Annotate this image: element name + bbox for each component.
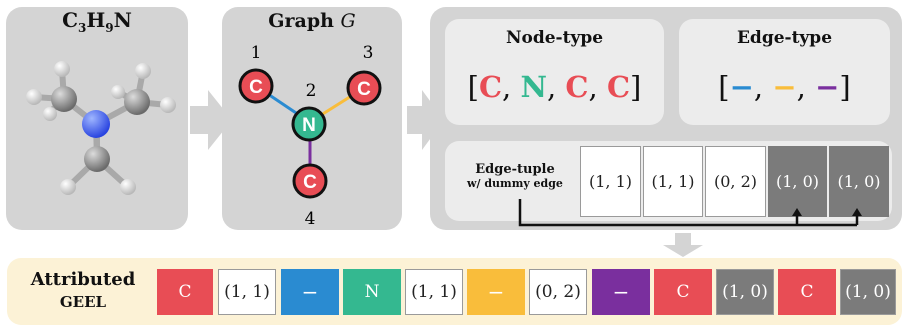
node-type-item-3: C <box>606 70 631 104</box>
geel-token-2: − <box>281 269 339 315</box>
node-4-index: 4 <box>305 209 316 229</box>
node-3-label: C <box>357 79 371 100</box>
geel-token-3: N <box>343 269 401 315</box>
graph-node-1: C <box>238 68 274 104</box>
dummy-arrow-head-2 <box>852 208 862 216</box>
geel-label-line1: Attributed <box>30 269 136 290</box>
edge-tuple-label-line1: Edge-tuple <box>475 162 555 177</box>
node-2-index: 2 <box>306 81 317 101</box>
node-type-list: [C, N, C, C] <box>467 70 642 104</box>
node-type-box <box>445 19 664 125</box>
geel-label-line2: GEEL <box>59 293 107 311</box>
geel-label: Attributed GEEL <box>14 269 152 313</box>
node-1-index: 1 <box>251 43 262 63</box>
node-1-label: C <box>249 77 263 98</box>
edge-type-box <box>679 19 890 125</box>
graph-node-2: N <box>291 106 327 142</box>
graph-node-4: C <box>292 163 328 199</box>
edge-tuple-1: (1, 1) <box>643 146 703 217</box>
geel-token-6: (0, 2) <box>529 269 587 315</box>
dummy-arrow-head-1 <box>792 208 802 216</box>
geel-token-1: (1, 1) <box>218 269 276 315</box>
edge-tuple-dummy-1: (1, 0) <box>829 146 889 217</box>
edge-type-item-1: − <box>772 70 797 104</box>
node-2-label: N <box>302 115 316 136</box>
node-type-title: Node-type <box>505 28 604 48</box>
arrow-types-to-geel <box>663 233 703 257</box>
edge-type-list: [−, −, −] <box>718 70 851 104</box>
edge-tuple-label: Edge-tuple w/ dummy edge <box>451 163 579 191</box>
edge-type-item-2: − <box>815 70 840 104</box>
molecule-formula: C3H9N <box>62 8 132 35</box>
edge-type-title: Edge-type <box>736 28 833 48</box>
geel-token-0: C <box>157 269 213 315</box>
node-4-label: C <box>303 172 317 193</box>
geel-token-8: C <box>654 269 712 315</box>
edge-tuple-label-line2: w/ dummy edge <box>467 177 563 190</box>
edge-tuple-dummy-0: (1, 0) <box>768 146 827 217</box>
node-type-item-1: N <box>520 70 547 104</box>
geel-token-7: − <box>592 269 650 315</box>
edge-tuple-0: (1, 1) <box>580 146 641 217</box>
node-type-item-2: C <box>565 70 589 104</box>
node-type-item-0: C <box>478 70 503 104</box>
node-3-index: 3 <box>363 43 374 63</box>
edge-type-item-0: − <box>729 70 754 104</box>
geel-token-10: C <box>778 269 836 315</box>
graph-node-3: C <box>346 70 382 106</box>
edge-tuple-2: (0, 2) <box>705 146 766 217</box>
geel-token-5: − <box>467 269 525 315</box>
geel-token-4: (1, 1) <box>405 269 463 315</box>
molecule-3d-model <box>26 61 176 195</box>
geel-token-9: (1, 0) <box>716 269 774 315</box>
graph-diagram: C N C C 1 2 3 4 <box>238 43 382 229</box>
arrow-graph-to-types <box>407 90 444 150</box>
arrow-molecule-to-graph <box>190 90 232 150</box>
graph-title: Graph G <box>268 10 356 32</box>
geel-token-11: (1, 0) <box>840 269 896 315</box>
